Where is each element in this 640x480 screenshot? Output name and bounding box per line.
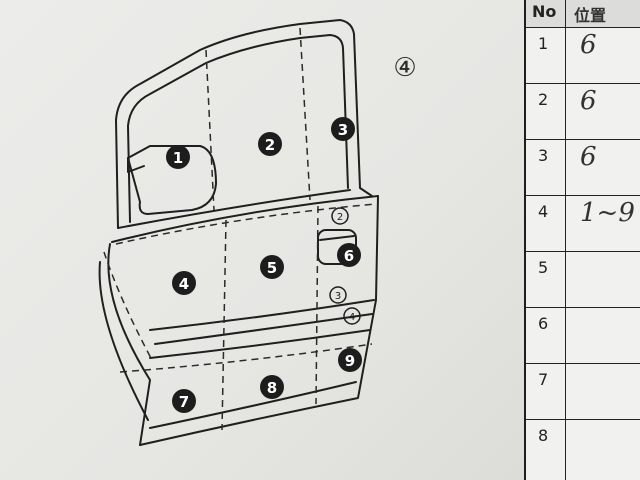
table-row: 1 6 xyxy=(526,28,640,84)
table-header: No 位置 xyxy=(526,0,640,28)
header-no: No xyxy=(526,0,566,27)
zone-marker-2: 2 xyxy=(258,132,282,156)
table-row: 6 xyxy=(526,308,640,364)
zone-marker-4: 4 xyxy=(172,271,196,295)
zone-marker-3-label: 3 xyxy=(338,121,348,139)
row-no: 3 xyxy=(526,140,566,195)
small-mark-3-label: 3 xyxy=(335,291,341,302)
small-mark-4 xyxy=(343,307,361,325)
table-row: 3 6 xyxy=(526,140,640,196)
zone-markers: 1 2 3 4 5 6 7 8 9 xyxy=(166,117,362,413)
row-position xyxy=(566,308,640,363)
row-position: 6 xyxy=(580,86,597,116)
small-marks xyxy=(329,207,361,325)
zone-marker-8-label: 8 xyxy=(267,379,277,397)
zone-marker-7-label: 7 xyxy=(179,393,189,411)
zone-marker-6-label: 6 xyxy=(344,247,354,265)
small-mark-2 xyxy=(331,207,349,225)
small-mark-3 xyxy=(329,286,347,304)
car-door-diagram: 2 3 4 1 2 3 4 5 6 7 8 9 ④ xyxy=(98,19,417,446)
header-position: 位置 xyxy=(566,0,640,27)
zone-marker-3: 3 xyxy=(331,117,355,141)
drawing-paper: 2 3 4 1 2 3 4 5 6 7 8 9 ④ xyxy=(0,0,524,480)
table-row: 2 6 xyxy=(526,84,640,140)
row-position xyxy=(566,252,640,307)
small-mark-2-label: 2 xyxy=(337,212,343,223)
sheet-marker: ④ xyxy=(393,53,416,83)
zone-marker-9-label: 9 xyxy=(345,352,355,370)
zone-marker-7: 7 xyxy=(172,389,196,413)
zone-marker-8: 8 xyxy=(260,375,284,399)
row-no: 6 xyxy=(526,308,566,363)
table-row: 5 xyxy=(526,252,640,308)
row-no: 2 xyxy=(526,84,566,139)
table-row: 8 xyxy=(526,420,640,480)
zone-marker-2-label: 2 xyxy=(265,136,275,154)
zone-marker-1: 1 xyxy=(166,145,190,169)
small-mark-4-label: 4 xyxy=(349,312,355,323)
position-table: No 位置 1 6 2 6 3 6 4 1~9 5 6 7 xyxy=(524,0,640,480)
zone-marker-1-label: 1 xyxy=(173,149,183,167)
zone-marker-5-label: 5 xyxy=(267,259,277,277)
zone-marker-6: 6 xyxy=(337,243,361,267)
row-position xyxy=(566,364,640,419)
row-no: 8 xyxy=(526,420,566,480)
row-position: 6 xyxy=(580,142,597,172)
row-no: 5 xyxy=(526,252,566,307)
row-position: 6 xyxy=(580,30,597,60)
table-row: 4 1~9 xyxy=(526,196,640,252)
row-position xyxy=(566,420,640,480)
door-outline xyxy=(98,19,379,446)
row-position: 1~9 xyxy=(580,198,635,228)
zone-marker-4-label: 4 xyxy=(179,275,189,293)
row-no: 1 xyxy=(526,28,566,83)
zone-marker-5: 5 xyxy=(260,255,284,279)
zone-partitions xyxy=(103,27,377,431)
row-no: 7 xyxy=(526,364,566,419)
zone-marker-9: 9 xyxy=(338,348,362,372)
table-row: 7 xyxy=(526,364,640,420)
row-no: 4 xyxy=(526,196,566,251)
